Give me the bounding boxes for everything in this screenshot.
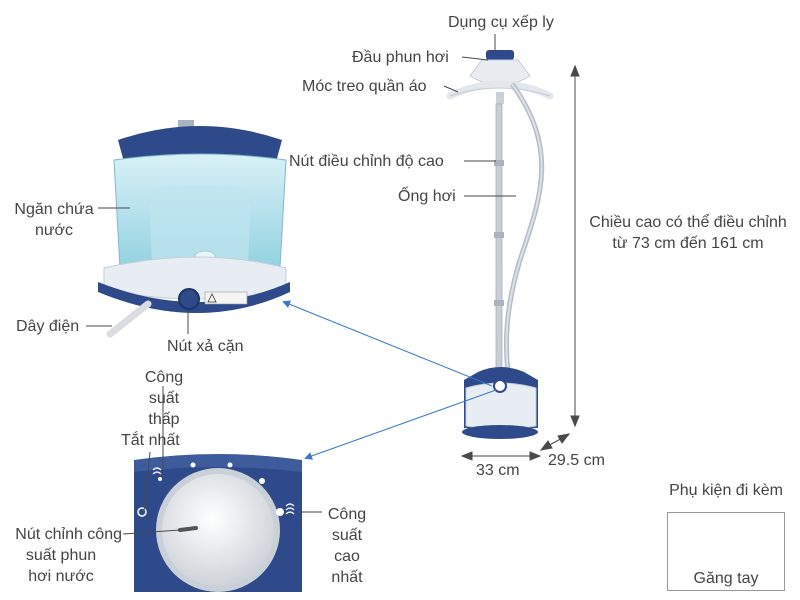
label-high-4: nhất <box>331 569 363 586</box>
tank-illustration <box>98 120 290 338</box>
label-low-2: suất <box>148 390 180 407</box>
label-tank-2: nước <box>34 222 74 239</box>
label-height-knob: Nút điều chỉnh độ cao <box>289 153 444 170</box>
label-hanger: Móc treo quần áo <box>302 78 427 95</box>
label-off: Tắt nhất <box>121 432 180 449</box>
accessory-box: Găng tay <box>667 512 785 591</box>
label-dial-1: Nút chỉnh công <box>15 526 122 543</box>
label-dial-3: hơi nước <box>28 568 94 585</box>
label-depth: 29.5 cm <box>548 452 605 469</box>
leader-lines <box>86 34 516 535</box>
label-steam-head: Đầu phun hơi <box>352 49 449 66</box>
accessory-title: Phụ kiện đi kèm <box>669 482 783 499</box>
label-pleat-tool: Dụng cụ xếp ly <box>448 14 554 31</box>
pointer-arrows <box>282 300 497 460</box>
label-cord: Dây điện <box>16 318 80 335</box>
label-height-range-1: Chiều cao có thể điều chỉnh <box>589 214 787 231</box>
accessory-item-label: Găng tay <box>693 570 759 587</box>
label-drain: Nút xả cặn <box>167 338 244 355</box>
label-high-3: cao <box>334 548 360 565</box>
steamer-illustration <box>446 50 554 439</box>
label-high-2: suất <box>331 527 363 544</box>
dimension-lines <box>460 64 580 461</box>
dial-illustration <box>134 454 302 592</box>
label-height-range-2: từ 73 cm đến 161 cm <box>612 235 764 252</box>
label-width: 33 cm <box>476 462 520 479</box>
label-low-3: thấp <box>148 411 180 428</box>
label-steam-hose: Ống hơi <box>398 188 456 205</box>
label-high-1: Công <box>327 506 367 523</box>
label-tank-1: Ngăn chứa <box>14 201 94 218</box>
label-low-1: Công <box>144 369 184 386</box>
label-dial-2: suất phun <box>25 547 97 564</box>
